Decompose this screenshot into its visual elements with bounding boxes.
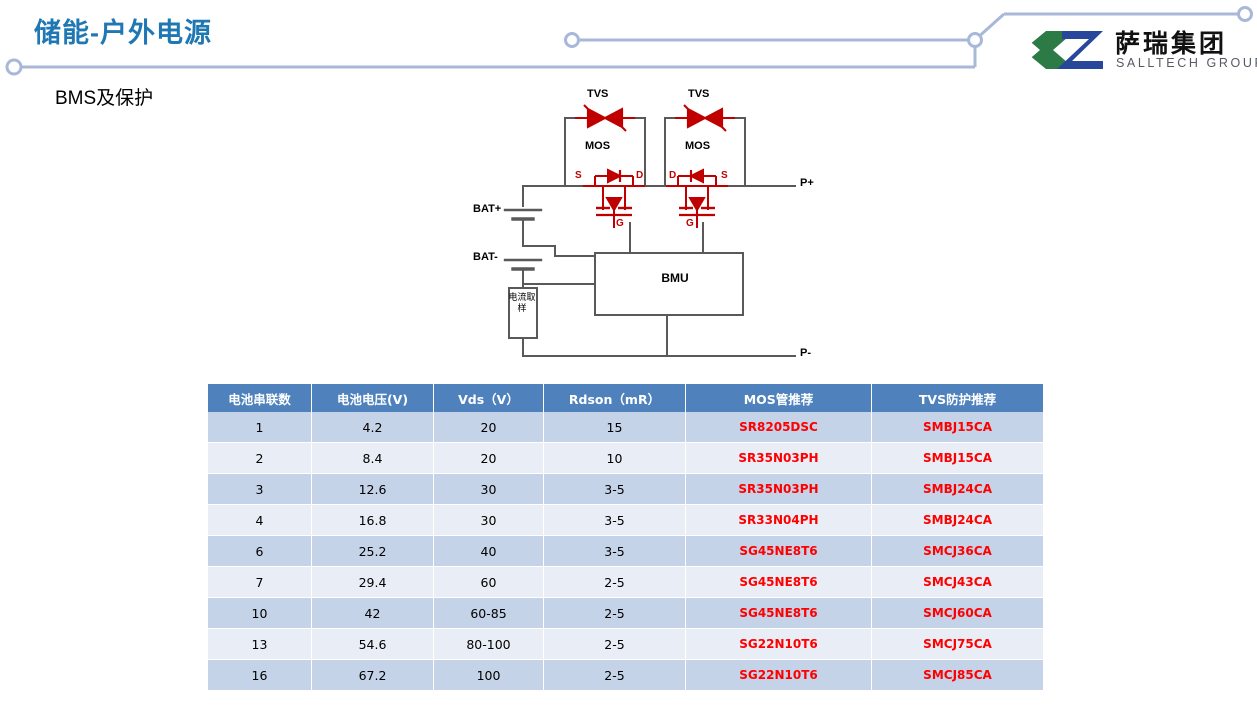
- cell-mos-part: SR35N03PH: [685, 473, 872, 505]
- cell-vds: 60-85: [433, 597, 544, 629]
- bmu-block-label: BMU: [661, 271, 689, 285]
- recommendation-table-container: 电池串联数 电池电压(V) Vds（V） Rdson（mR） MOS管推荐 TV…: [207, 384, 1044, 691]
- col-header-tvs-recommend: TVS防护推荐: [871, 384, 1044, 412]
- cell-series-count: 13: [207, 628, 312, 660]
- cell-mos-part: SG45NE8T6: [685, 535, 872, 567]
- cell-series-count: 10: [207, 597, 312, 629]
- bat-minus-label: BAT-: [473, 251, 498, 263]
- cell-mos-part: SG45NE8T6: [685, 597, 872, 629]
- circuit-schematic-svg: [503, 104, 796, 357]
- cell-series-count: 3: [207, 473, 312, 505]
- cell-mos-part: SR8205DSC: [685, 412, 872, 443]
- page-header: 储能-户外电源 BMS及保护: [0, 0, 1257, 109]
- logo-name-en: SALLTECH GROUP: [1116, 56, 1257, 70]
- cell-tvs-part: SMBJ15CA: [871, 412, 1044, 443]
- cell-rdson: 3-5: [543, 473, 686, 505]
- cell-rdson: 2-5: [543, 628, 686, 660]
- cell-mos-part: SR35N03PH: [685, 442, 872, 474]
- cell-vds: 100: [433, 659, 544, 691]
- cell-battery-voltage: 4.2: [311, 412, 434, 443]
- table-header-row: 电池串联数 电池电压(V) Vds（V） Rdson（mR） MOS管推荐 TV…: [207, 384, 1044, 412]
- cell-tvs-part: SMBJ24CA: [871, 473, 1044, 505]
- mos-right-gate-label: G: [686, 218, 694, 229]
- p-plus-label: P+: [800, 177, 814, 189]
- mos-left-gate-label: G: [616, 218, 624, 229]
- cell-tvs-part: SMCJ60CA: [871, 597, 1044, 629]
- cell-vds: 60: [433, 566, 544, 598]
- cell-battery-voltage: 54.6: [311, 628, 434, 660]
- cell-tvs-part: SMBJ15CA: [871, 442, 1044, 474]
- cell-battery-voltage: 16.8: [311, 504, 434, 536]
- cell-series-count: 2: [207, 442, 312, 474]
- cell-mos-part: SG45NE8T6: [685, 566, 872, 598]
- cell-battery-voltage: 25.2: [311, 535, 434, 567]
- col-header-mos-recommend: MOS管推荐: [685, 384, 872, 412]
- cell-tvs-part: SMCJ85CA: [871, 659, 1044, 691]
- cell-rdson: 10: [543, 442, 686, 474]
- col-header-rdson: Rdson（mR）: [543, 384, 686, 412]
- cell-rdson: 2-5: [543, 659, 686, 691]
- cell-tvs-part: SMCJ43CA: [871, 566, 1044, 598]
- header-decoration: [5, 6, 1253, 76]
- cell-series-count: 6: [207, 535, 312, 567]
- mos-tvs-recommendation-table: 电池串联数 电池电压(V) Vds（V） Rdson（mR） MOS管推荐 TV…: [207, 384, 1044, 691]
- cell-mos-part: SG22N10T6: [685, 628, 872, 660]
- page-title: 储能-户外电源: [34, 18, 212, 48]
- cell-series-count: 4: [207, 504, 312, 536]
- cell-rdson: 3-5: [543, 504, 686, 536]
- tvs-right-label: TVS: [688, 88, 710, 100]
- mos-right-label: MOS: [685, 140, 711, 152]
- cell-series-count: 7: [207, 566, 312, 598]
- mos-right-drain-label: D: [669, 170, 677, 181]
- logo-name-cn: 萨瑞集团: [1115, 29, 1228, 58]
- cell-vds: 20: [433, 442, 544, 474]
- bms-circuit-diagram: TVS TVS MOS MOS S D G D S G BAT+ BAT- P+…: [455, 88, 855, 373]
- cell-vds: 80-100: [433, 628, 544, 660]
- cell-rdson: 2-5: [543, 566, 686, 598]
- col-header-vds: Vds（V）: [433, 384, 544, 412]
- cell-vds: 30: [433, 473, 544, 505]
- bat-plus-label: BAT+: [473, 203, 502, 215]
- mos-left-drain-label: D: [636, 170, 644, 181]
- section-subtitle: BMS及保护: [55, 88, 154, 109]
- cell-vds: 20: [433, 412, 544, 443]
- col-header-battery-voltage: 电池电压(V): [311, 384, 434, 412]
- company-logo: 萨瑞集团 SALLTECH GROUP: [1010, 20, 1257, 78]
- cell-tvs-part: SMCJ75CA: [871, 628, 1044, 660]
- cell-rdson: 3-5: [543, 535, 686, 567]
- cell-series-count: 16: [207, 659, 312, 691]
- cell-rdson: 15: [543, 412, 686, 443]
- col-header-series-count: 电池串联数: [207, 384, 312, 412]
- mos-left-label: MOS: [585, 140, 611, 152]
- cell-tvs-part: SMCJ36CA: [871, 535, 1044, 567]
- tvs-left-label: TVS: [587, 88, 609, 100]
- cell-vds: 40: [433, 535, 544, 567]
- cell-mos-part: SG22N10T6: [685, 659, 872, 691]
- cell-battery-voltage: 29.4: [311, 566, 434, 598]
- cell-battery-voltage: 8.4: [311, 442, 434, 474]
- cell-vds: 30: [433, 504, 544, 536]
- mos-left-source-label: S: [575, 170, 582, 181]
- p-minus-label: P-: [800, 347, 811, 359]
- current-shunt-label: 电流取样: [508, 293, 536, 314]
- cell-mos-part: SR33N04PH: [685, 504, 872, 536]
- cell-series-count: 1: [207, 412, 312, 443]
- logo-mark-icon: [1018, 31, 1103, 69]
- cell-battery-voltage: 42: [311, 597, 434, 629]
- cell-rdson: 2-5: [543, 597, 686, 629]
- cell-battery-voltage: 12.6: [311, 473, 434, 505]
- mos-right-source-label: S: [721, 170, 728, 181]
- cell-battery-voltage: 67.2: [311, 659, 434, 691]
- cell-tvs-part: SMBJ24CA: [871, 504, 1044, 536]
